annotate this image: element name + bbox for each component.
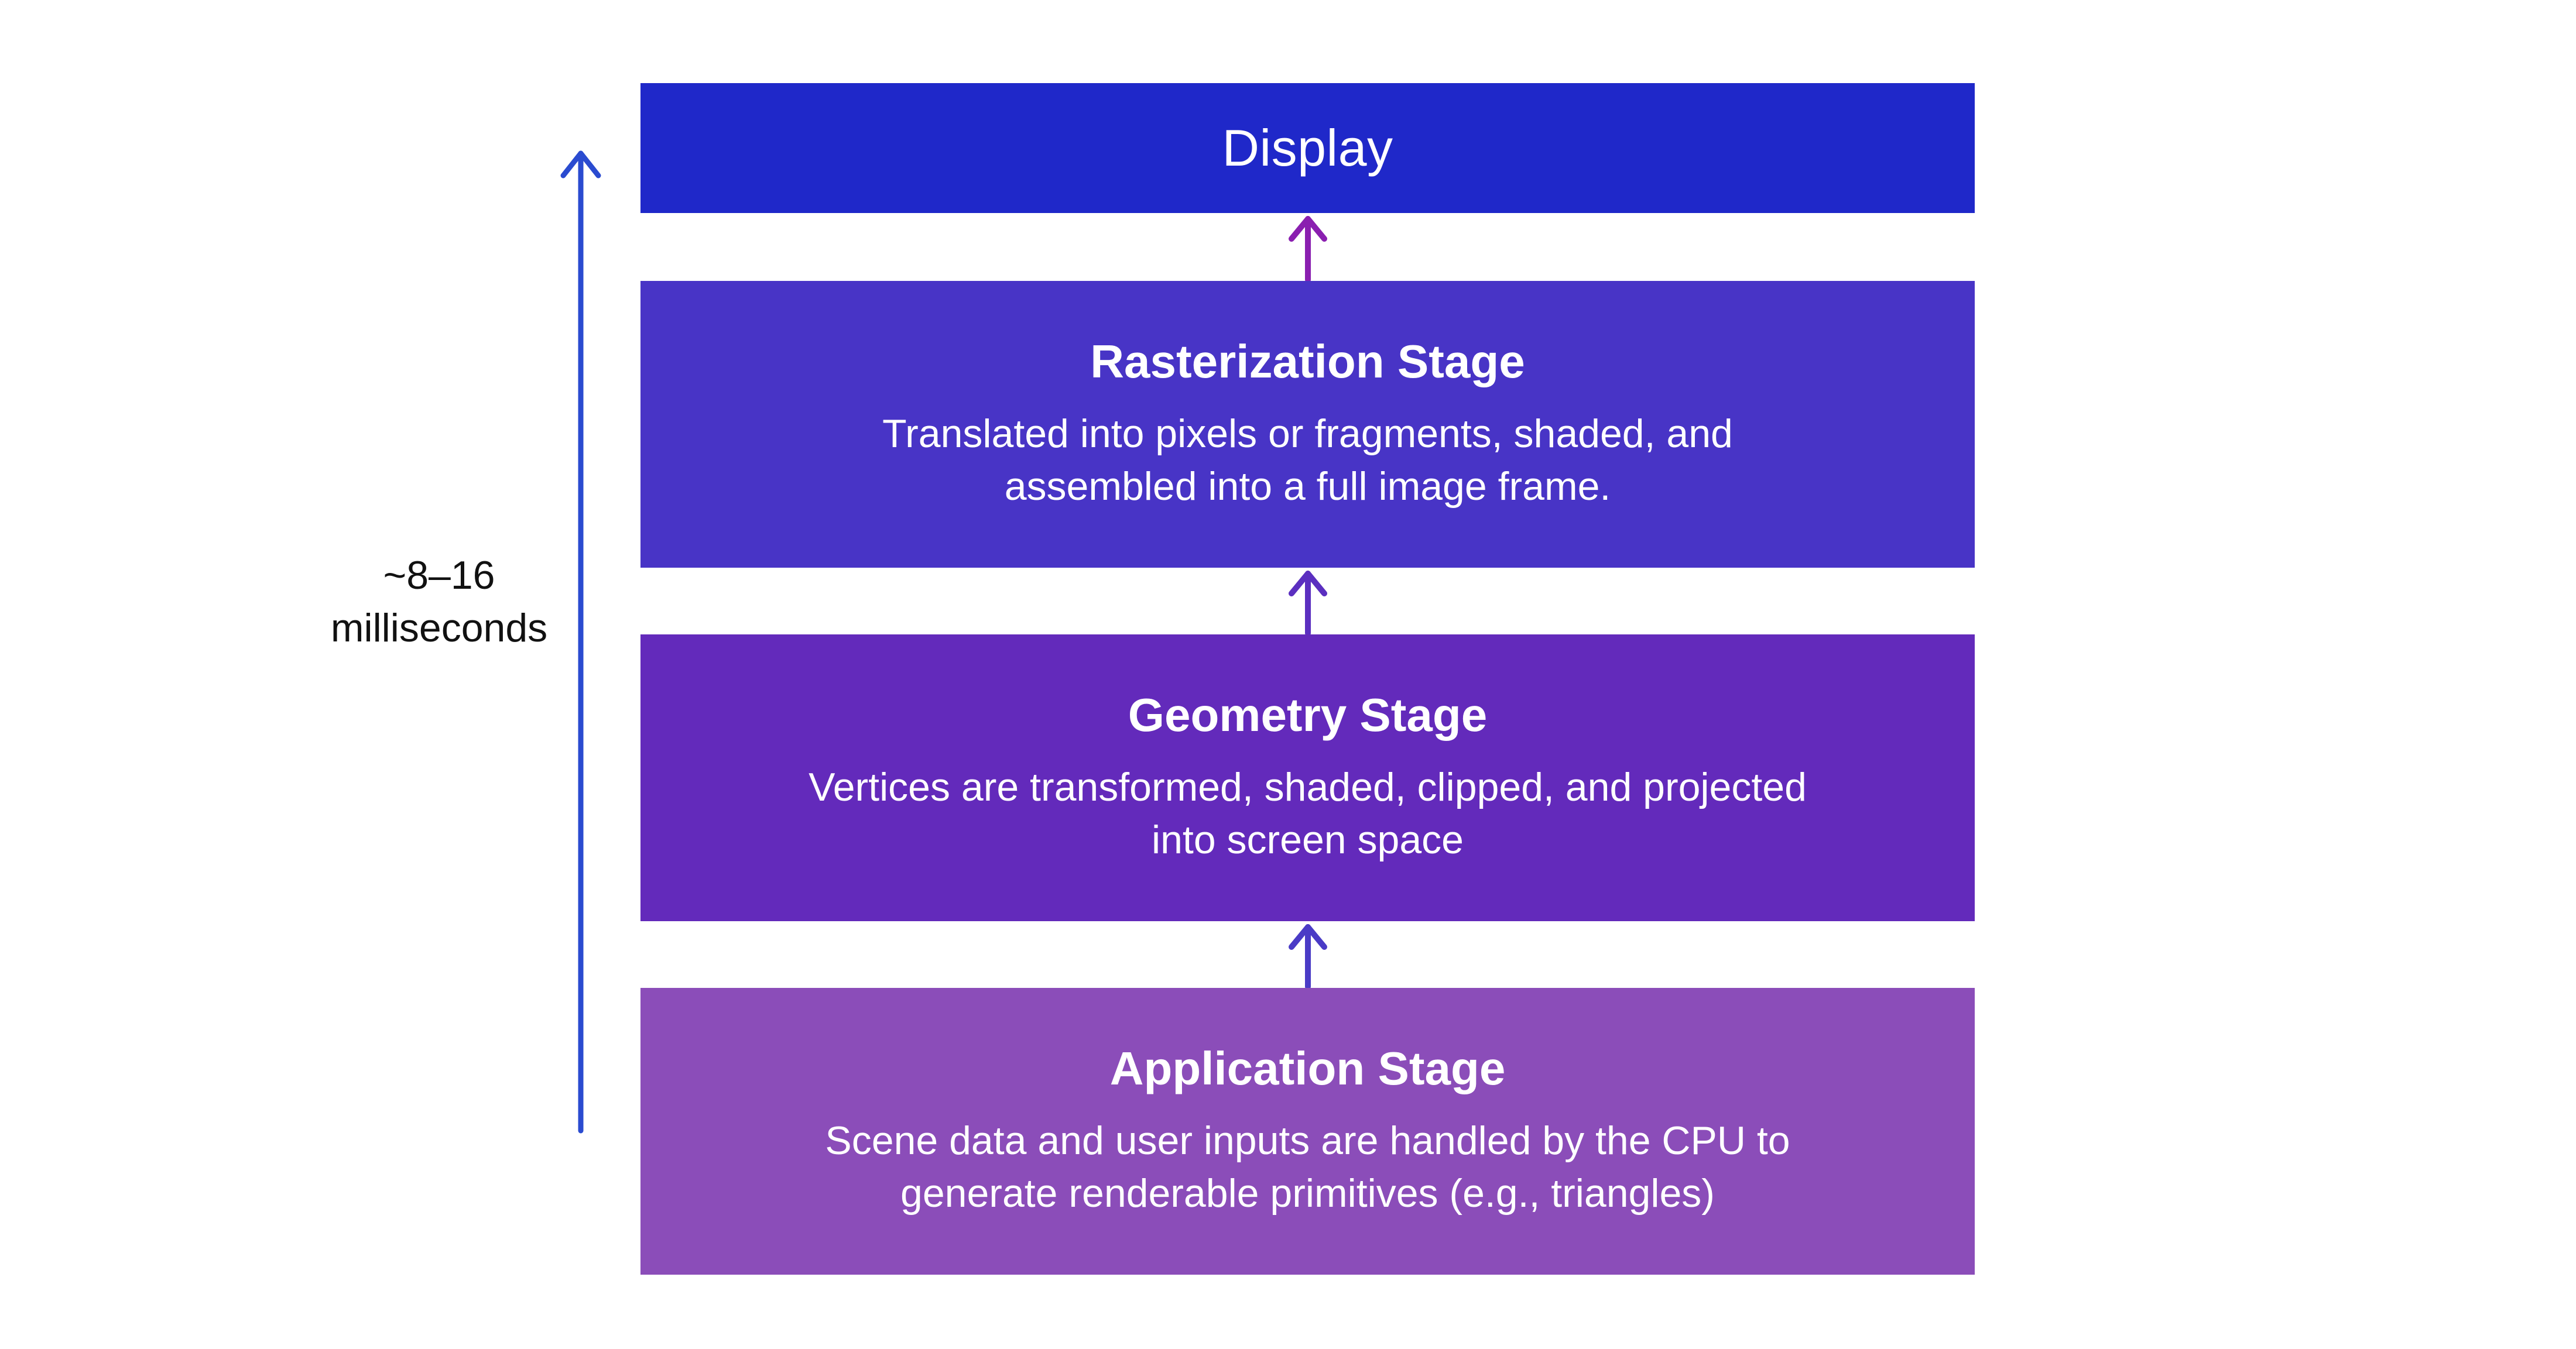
rasterization-description-line-1: Translated into pixels or fragments, sha… <box>882 411 1733 456</box>
connector-app-to-geometry-arrow <box>1289 924 1327 990</box>
timing-label: ~8–16 milliseconds <box>275 549 603 654</box>
rasterization-stage-box: Rasterization Stage Translated into pixe… <box>640 281 1975 568</box>
application-description-line-1: Scene data and user inputs are handled b… <box>825 1118 1790 1163</box>
rasterization-stage-title: Rasterization Stage <box>1090 335 1525 387</box>
rasterization-description-line-2: assembled into a full image frame. <box>1004 464 1611 509</box>
timing-label-line-1: ~8–16 <box>383 553 495 598</box>
geometry-stage-description: Vertices are transformed, shaded, clippe… <box>809 761 1807 866</box>
geometry-description-line-2: into screen space <box>1152 818 1464 862</box>
connector-geometry-to-raster-arrow <box>1289 571 1327 636</box>
application-stage-description: Scene data and user inputs are handled b… <box>825 1114 1790 1220</box>
application-stage-box: Application Stage Scene data and user in… <box>640 988 1975 1275</box>
application-description-line-2: generate renderable primitives (e.g., tr… <box>900 1171 1715 1216</box>
timeline-arrow <box>560 150 601 1134</box>
geometry-stage-title: Geometry Stage <box>1128 689 1488 741</box>
display-title: Display <box>1222 119 1393 177</box>
geometry-description-line-1: Vertices are transformed, shaded, clippe… <box>809 765 1807 809</box>
display-box: Display <box>640 83 1975 213</box>
timing-label-line-2: milliseconds <box>330 606 548 650</box>
geometry-stage-box: Geometry Stage Vertices are transformed,… <box>640 634 1975 921</box>
rasterization-stage-description: Translated into pixels or fragments, sha… <box>882 407 1733 513</box>
connector-raster-to-display-arrow <box>1289 216 1327 283</box>
application-stage-title: Application Stage <box>1109 1042 1506 1094</box>
